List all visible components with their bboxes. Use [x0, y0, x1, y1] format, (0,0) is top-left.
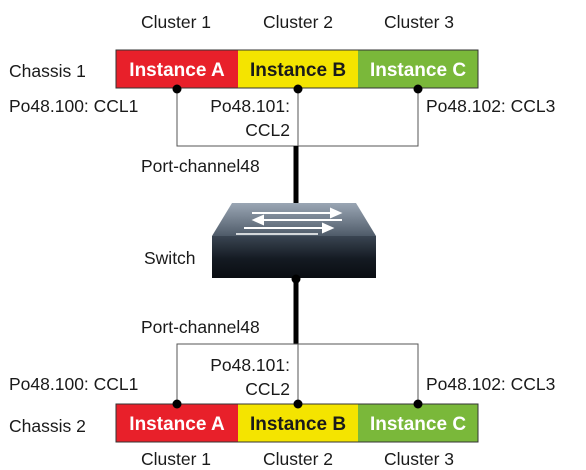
chassis-2-instance-c-box [358, 404, 478, 442]
chassis-2-instance-b-label: Instance B [250, 414, 346, 435]
chassis-2-instance-a-box [116, 404, 238, 442]
chassis-1-ccl3-label: Po48.102: CCL3 [426, 96, 555, 116]
chassis-2-cluster-3-label: Cluster 3 [384, 449, 454, 469]
chassis-2-instance-c-label: Instance C [370, 414, 466, 435]
switch: Switch [144, 203, 376, 278]
chassis-2-ccl2-label-line2: CCL2 [245, 379, 290, 399]
chassis-2-label: Chassis 2 [9, 416, 86, 436]
switch-arrows-icon [236, 207, 343, 235]
chassis-1-instance-a-box [116, 50, 238, 88]
chassis-2-instance-b-box [238, 404, 358, 442]
chassis-2-port-c-dot [413, 399, 423, 409]
chassis-1-port-a-dot [172, 84, 182, 94]
chassis-2-cluster-2-label: Cluster 2 [263, 449, 333, 469]
chassis-2-ccl1-label: Po48.100: CCL1 [9, 374, 138, 394]
switch-label: Switch [144, 248, 196, 268]
chassis-1-port-b-dot [293, 84, 303, 94]
chassis-1-group: Cluster 1 Cluster 2 Cluster 3 Chassis 1 … [9, 12, 555, 176]
chassis-2-port-channel-label: Port-channel48 [141, 317, 260, 337]
chassis-1-ccl2-label-line1: Po48.101: [210, 96, 290, 116]
chassis-2-group: Port-channel48 Po48.101: CCL2 Po48.100: … [9, 317, 555, 469]
chassis-1-ccl2-label-line2: CCL2 [245, 120, 290, 140]
chassis-1-instance-a-label: Instance A [129, 60, 225, 81]
chassis-1-cluster-3-label: Cluster 3 [384, 12, 454, 32]
chassis-1-port-channel-label: Port-channel48 [141, 156, 260, 176]
chassis-1-cluster-2-label: Cluster 2 [263, 12, 333, 32]
chassis-2-port-a-dot [172, 399, 182, 409]
chassis-1-ccl1-label: Po48.100: CCL1 [9, 96, 138, 116]
chassis-1-instance-b-label: Instance B [250, 60, 346, 81]
chassis-2-port-b-dot [293, 399, 303, 409]
chassis-2-instance-a-label: Instance A [129, 414, 225, 435]
chassis-2-cluster-1-label: Cluster 1 [141, 449, 211, 469]
chassis-1-instance-b-box [238, 50, 358, 88]
chassis-1-label: Chassis 1 [9, 61, 86, 81]
chassis-2-ccl3-label: Po48.102: CCL3 [426, 374, 555, 394]
chassis-1-cluster-1-label: Cluster 1 [141, 12, 211, 32]
chassis-1-instance-c-box [358, 50, 478, 88]
switch-front-face [212, 236, 376, 278]
chassis-2-ccl2-label-line1: Po48.101: [210, 355, 290, 375]
chassis-1-port-c-dot [413, 84, 423, 94]
chassis-1-instance-c-label: Instance C [370, 60, 466, 81]
